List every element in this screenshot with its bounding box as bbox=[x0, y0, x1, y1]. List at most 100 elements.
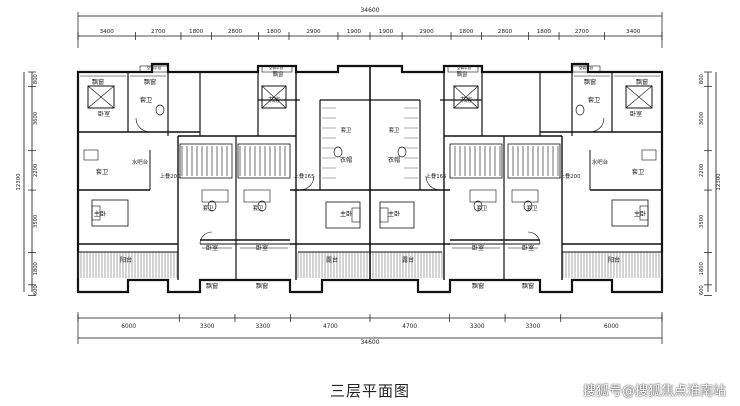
room-label-ac-platform: 空调平台 bbox=[579, 65, 594, 70]
vanity bbox=[511, 189, 539, 203]
toilet bbox=[575, 104, 585, 116]
pillow bbox=[351, 207, 361, 223]
room-label-balcony: 阳台 bbox=[608, 256, 620, 264]
top-dim-text: 2800 bbox=[228, 29, 243, 35]
room-label-ensuite: 套卫 bbox=[341, 126, 352, 134]
toilet bbox=[257, 200, 267, 212]
room-label-bay-window: 飘窗 bbox=[472, 282, 484, 290]
side-dim-text: 3600 bbox=[33, 112, 39, 125]
room-label-ac-platform: 空调平台 bbox=[457, 65, 472, 70]
door-swing bbox=[299, 175, 315, 191]
side-dim-text: 1800 bbox=[33, 262, 39, 275]
room-label-stair-up: 上叠165 bbox=[425, 172, 446, 180]
room-label-bay-window: 飘窗 bbox=[206, 282, 218, 290]
elevator-shaft bbox=[453, 85, 479, 109]
room-label-bedroom: 卧室 bbox=[206, 244, 218, 252]
room-label-bay-window: 飘窗 bbox=[522, 282, 534, 290]
top-dim-text: 2700 bbox=[151, 29, 166, 35]
door-swing bbox=[425, 175, 441, 191]
top-dim-text: 1800 bbox=[267, 29, 282, 35]
side-dim-text: 2200 bbox=[699, 164, 705, 177]
room-label-bedroom: 卧室 bbox=[98, 110, 110, 118]
side-dim-text: 1800 bbox=[699, 262, 705, 275]
room-label-bay-window: 飘窗 bbox=[584, 78, 596, 86]
room-label-balcony: 阳台 bbox=[120, 256, 132, 264]
toilet bbox=[333, 146, 343, 158]
bottom-dim-text: 3300 bbox=[470, 324, 485, 330]
bottom-dim-text: 4700 bbox=[323, 324, 338, 330]
door-swing bbox=[589, 117, 605, 133]
building-outline bbox=[76, 62, 664, 294]
top-dim-text: 2900 bbox=[306, 29, 321, 35]
room-label-master-bedroom: 主卧 bbox=[94, 210, 106, 218]
side-dim-text: 3500 bbox=[33, 215, 39, 228]
door-swing bbox=[527, 231, 541, 245]
side-total-dim-text: 12300 bbox=[16, 173, 22, 191]
basin bbox=[641, 149, 657, 161]
side-dim-text: 600 bbox=[699, 285, 705, 295]
elevator-shaft bbox=[261, 85, 287, 109]
top-dim-text: 2800 bbox=[498, 29, 513, 35]
room-label-bay-window: 飘窗 bbox=[636, 78, 648, 86]
room-label-water-bar: 水吧台 bbox=[132, 158, 148, 166]
stair bbox=[237, 143, 291, 179]
bottom-dim-text: 3300 bbox=[200, 324, 215, 330]
elevator-shaft bbox=[87, 85, 115, 109]
toilet bbox=[155, 104, 165, 116]
side-dim-text: 800 bbox=[699, 74, 705, 84]
watermark: 搜狐号@搜狐焦点淮南站 bbox=[582, 384, 726, 399]
room-label-ensuite: 套卫 bbox=[527, 204, 538, 212]
ac-platform bbox=[447, 65, 479, 73]
room-label-bay-window: 飘窗 bbox=[144, 78, 156, 86]
room-label-ac-platform: 空调平台 bbox=[269, 65, 284, 70]
pillow bbox=[639, 205, 649, 221]
toilet bbox=[397, 146, 407, 158]
room-label-ensuite: 套卫 bbox=[477, 204, 488, 212]
top-dim-text: 3400 bbox=[100, 29, 115, 35]
room-label-ensuite: 套卫 bbox=[632, 168, 644, 176]
room-label-bay-window: 飘窗 bbox=[273, 70, 284, 78]
top-dim-text: 2900 bbox=[419, 29, 434, 35]
ac-platform bbox=[261, 65, 293, 73]
pillow bbox=[379, 207, 389, 223]
side-dim-text: 800 bbox=[33, 74, 39, 84]
vanity bbox=[243, 189, 271, 203]
top-dim-text: 1900 bbox=[347, 29, 362, 35]
shaft-x bbox=[87, 85, 115, 109]
room-label-study: 书房 bbox=[268, 96, 280, 104]
room-label-water-bar: 水吧台 bbox=[592, 158, 608, 166]
bottom-dim-text: 6000 bbox=[121, 324, 136, 330]
room-label-ensuite: 套卫 bbox=[389, 126, 400, 134]
bottom-total-dim-text: 34600 bbox=[360, 339, 379, 346]
door-swing bbox=[135, 117, 151, 133]
side-dim-text: 3600 bbox=[699, 112, 705, 125]
room-label-terrace: 露台 bbox=[402, 256, 414, 264]
room-label-stair-up: 上叠200 bbox=[159, 172, 181, 180]
room-label-bedroom: 卧室 bbox=[522, 244, 534, 252]
ac-platform bbox=[139, 65, 169, 73]
stair bbox=[179, 143, 233, 179]
room-label-ensuite: 套卫 bbox=[203, 204, 214, 212]
elevator-shaft bbox=[625, 85, 653, 109]
vanity bbox=[469, 189, 497, 203]
room-label-ensuite: 套卫 bbox=[588, 96, 600, 104]
shaft-x bbox=[261, 85, 287, 109]
room-label-stair-up: 上叠165 bbox=[293, 172, 314, 180]
room-label-bedroom: 卧室 bbox=[256, 244, 268, 252]
pillow bbox=[91, 205, 101, 221]
room-label-ac-platform: 空调平台 bbox=[147, 65, 162, 70]
top-dim-text: 1800 bbox=[189, 29, 204, 35]
top-total-dim-text: 34600 bbox=[360, 7, 379, 14]
side-dim-text: 3500 bbox=[699, 215, 705, 228]
bottom-dim-text: 4700 bbox=[402, 324, 417, 330]
bottom-dim-text: 6000 bbox=[604, 324, 619, 330]
side-dim-text: 2200 bbox=[33, 164, 39, 177]
shaft-x bbox=[453, 85, 479, 109]
toilet bbox=[207, 200, 217, 212]
vanity bbox=[201, 189, 229, 203]
top-dim-text: 1900 bbox=[379, 29, 394, 35]
top-dim-text: 1800 bbox=[459, 29, 474, 35]
side-dim-text: 600 bbox=[33, 285, 39, 295]
room-label-study: 书房 bbox=[460, 96, 472, 104]
